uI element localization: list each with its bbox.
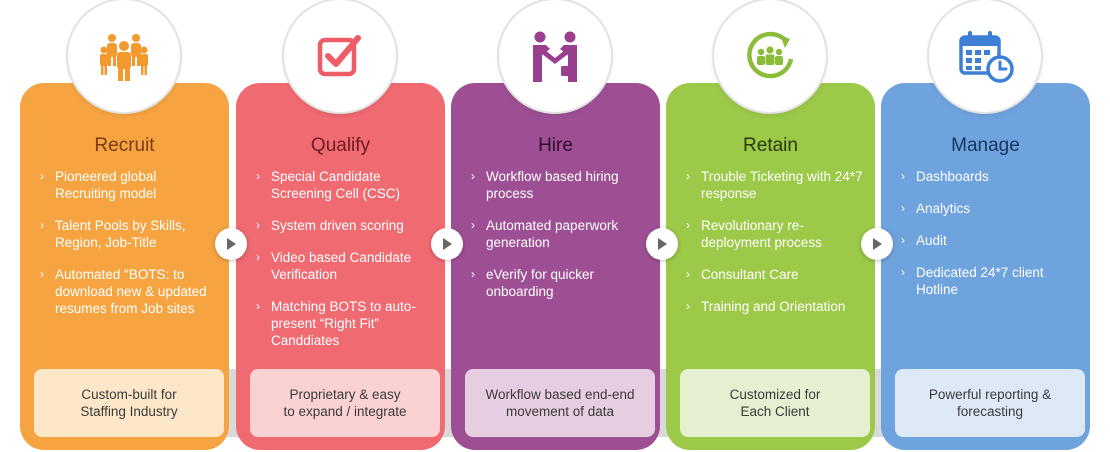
list-item: ›Matching BOTS to auto-present “Right Fi… [256, 299, 416, 348]
hire-icon-circle [499, 0, 611, 112]
qualify-icon-circle [284, 0, 396, 112]
list-item: ›System driven scoring [256, 218, 404, 233]
chevron-right-icon: › [471, 218, 475, 232]
chevron-right-icon: › [40, 169, 44, 183]
chevron-right-icon: › [256, 250, 260, 264]
chevron-right-icon: › [256, 218, 260, 232]
calendar-clock-icon [959, 31, 1014, 83]
footer-hire: Workflow based end-end movement of data [465, 369, 655, 437]
chevron-right-icon: › [686, 169, 690, 183]
manage-icon-circle [929, 0, 1041, 112]
list-item: ›Audit [901, 233, 947, 248]
footer-manage: Powerful reporting & forecasting [895, 369, 1085, 437]
title-manage: Manage [951, 135, 1020, 156]
chevron-right-icon: › [40, 267, 44, 281]
list-item: ›Talent Pools by Skills, Region, Job-Tit… [40, 218, 186, 250]
list-hire: ›Workflow based hiring process ›Automate… [471, 168, 649, 315]
list-retain: ›Trouble Ticketing with 24*7 response ›R… [686, 168, 864, 330]
title-recruit: Recruit [94, 135, 155, 156]
list-item: ›Special Candidate Screening Cell (CSC) [256, 169, 401, 201]
list-item: ›Automated paperwork generation [471, 218, 619, 250]
chevron-right-icon: › [901, 265, 905, 279]
arrow-connector-2 [431, 228, 463, 260]
list-qualify: ›Special Candidate Screening Cell (CSC) … [256, 168, 434, 364]
list-item: ›Dashboards [901, 169, 989, 184]
footer-retain: Customized for Each Client [680, 369, 870, 437]
list-item: ›Automated "BOTS: to download new & upda… [40, 267, 207, 316]
chevron-right-icon: › [471, 169, 475, 183]
list-item: ›Workflow based hiring process [471, 169, 619, 201]
list-item: ›Training and Orientation [686, 299, 846, 314]
play-arrow-icon [227, 238, 236, 250]
arrow-connector-4 [861, 228, 893, 260]
list-item: ›Video based Candidate Verification [256, 250, 412, 282]
chevron-right-icon: › [686, 218, 690, 232]
list-item: ›Pioneered global Recruiting model [40, 169, 157, 201]
list-item: ›Dedicated 24*7 client Hotline [901, 265, 1044, 297]
recruit-icon-circle [68, 0, 180, 112]
list-item: ›Revolutionary re-deployment process [686, 218, 822, 250]
play-arrow-icon [873, 238, 882, 250]
list-recruit: ›Pioneered global Recruiting model ›Tale… [40, 168, 218, 332]
title-qualify: Qualify [310, 135, 371, 156]
list-manage: ›Dashboards ›Analytics ›Audit ›Dedicated… [901, 168, 1079, 313]
chevron-right-icon: › [256, 169, 260, 183]
people-group-icon [100, 34, 148, 81]
handshake-icon [533, 31, 577, 82]
list-item: ›eVerify for quicker onboarding [471, 267, 595, 299]
checkbox-check-icon [317, 35, 361, 77]
team-cycle-icon [747, 31, 794, 79]
play-arrow-icon [443, 238, 452, 250]
chevron-right-icon: › [901, 201, 905, 215]
chevron-right-icon: › [901, 233, 905, 247]
list-item: ›Analytics [901, 201, 971, 216]
footer-recruit: Custom-built for Staffing Industry [34, 369, 224, 437]
retain-icon-circle [714, 0, 826, 112]
title-retain: Retain [743, 135, 798, 156]
list-item: ›Trouble Ticketing with 24*7 response [686, 169, 863, 201]
play-arrow-icon [658, 238, 667, 250]
chevron-right-icon: › [686, 299, 690, 313]
chevron-right-icon: › [901, 169, 905, 183]
footer-qualify: Proprietary & easy to expand / integrate [250, 369, 440, 437]
chevron-right-icon: › [40, 218, 44, 232]
arrow-connector-1 [215, 228, 247, 260]
arrow-connector-3 [646, 228, 678, 260]
chevron-right-icon: › [471, 267, 475, 281]
chevron-right-icon: › [686, 267, 690, 281]
chevron-right-icon: › [256, 299, 260, 313]
list-item: ›Consultant Care [686, 267, 799, 282]
title-hire: Hire [538, 135, 573, 156]
